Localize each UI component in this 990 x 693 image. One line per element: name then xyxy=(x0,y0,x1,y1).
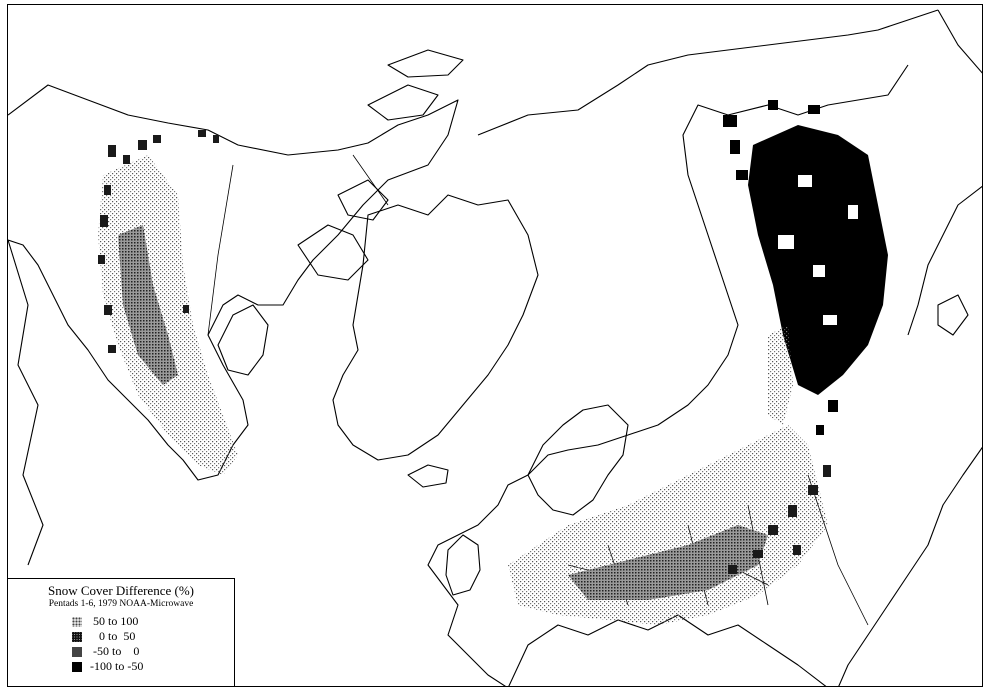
legend-row: 50 to 100 xyxy=(72,614,230,629)
asia-snow-dark xyxy=(728,465,831,574)
legend-swatch-light xyxy=(72,616,82,627)
legend-swatch-dark xyxy=(72,646,82,657)
legend-subtitle: Pentads 1-6, 1979 NOAA-Microwave xyxy=(48,599,194,609)
legend-label: 0 to 50 xyxy=(90,629,136,643)
na-snow-light xyxy=(98,155,238,475)
japan-coast xyxy=(937,294,969,336)
legend-row: -100 to -50 xyxy=(72,659,230,674)
siberia-holes xyxy=(778,175,858,325)
legend-rows: 50 to 100 0 to 50 -50 to 0 -100 to -50 xyxy=(72,614,230,674)
legend-swatch-black xyxy=(72,661,82,672)
eurasia-coast xyxy=(427,9,982,686)
mediterranean-coast xyxy=(508,614,827,686)
north-america-coast xyxy=(8,84,459,481)
greenland-coast xyxy=(332,194,539,461)
legend-swatch-mid xyxy=(72,631,82,642)
east-asia-coast xyxy=(838,185,982,686)
legend-label: -100 to -50 xyxy=(90,659,144,673)
europe-snow-mid xyxy=(568,525,768,600)
hudson-bay xyxy=(217,304,269,376)
legend-title: Snow Cover Difference (%) xyxy=(48,583,194,598)
scandinavia-coast xyxy=(527,404,629,516)
na-snow-mid xyxy=(118,225,178,385)
legend-row: -50 to 0 xyxy=(72,644,230,659)
canada-border xyxy=(207,154,389,336)
britain-coast xyxy=(445,534,481,596)
siberia-snow-black xyxy=(723,100,888,435)
map-frame: Snow Cover Difference (%) Pentads 1-6, 1… xyxy=(7,4,983,687)
arctic-islands xyxy=(297,49,464,281)
na-snow-dark xyxy=(98,130,219,353)
legend-label: 50 to 100 xyxy=(90,614,139,628)
iceland-coast xyxy=(407,464,449,488)
alaska-coast xyxy=(8,239,44,566)
legend-label: -50 to 0 xyxy=(90,644,140,658)
siberia-north-coast xyxy=(477,9,939,136)
legend-row: 0 to 50 xyxy=(72,629,230,644)
map-legend: Snow Cover Difference (%) Pentads 1-6, 1… xyxy=(8,578,235,686)
polar-map xyxy=(8,9,982,686)
